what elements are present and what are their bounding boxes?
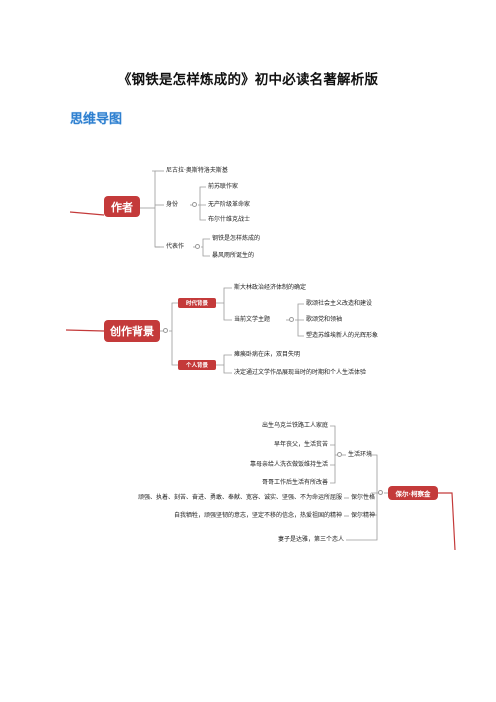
living-env-label: 生活环境 xyxy=(348,451,373,458)
pavel-character-text: 顽强、执着、刻苦、奋进、勇敢、奉献、宽容、诚实、坚强、不为命运所屈服 xyxy=(137,494,342,501)
author-works-item: 钢铁是怎样炼成的 xyxy=(212,235,261,242)
author-works-label: 代表作 xyxy=(166,243,185,250)
author-works-collapse-toggle[interactable] xyxy=(195,244,200,249)
living-env-item: 出生乌克兰铁路工人家庭 xyxy=(261,422,328,429)
theme-item: 塑造苏维埃新人的光辉形象 xyxy=(306,332,379,339)
pavel-character-label: 保尔性格 xyxy=(351,494,376,501)
document-title: 《钢铁是怎样炼成的》初中必读名著解析版 xyxy=(117,72,379,88)
author-identity-collapse-toggle[interactable] xyxy=(192,202,197,207)
personal-background-item: 决定通过文学作品展现当时的时期和个人生活体验 xyxy=(234,369,367,376)
living-env-item: 哥哥工作后生活有所改善 xyxy=(261,479,328,486)
author-identity-label: 身份 xyxy=(166,201,179,208)
background-root-node: 创作背景 xyxy=(104,320,160,342)
author-identity-item: 无产阶级革命家 xyxy=(208,201,251,208)
author-identity-item: 布尔什维克战士 xyxy=(208,216,251,223)
background-collapse-toggle[interactable] xyxy=(163,328,168,333)
theme-item: 歌颂党和领袖 xyxy=(306,316,343,323)
author-identity-item: 前苏联作家 xyxy=(208,183,239,190)
pavel-spirit-label: 保尔精神 xyxy=(351,512,376,519)
author-branch-line xyxy=(69,211,105,216)
section-heading-mindmap: 思维导图 xyxy=(70,112,123,127)
background-branch-line xyxy=(65,329,105,332)
author-works-item: 暴风雨所诞生的 xyxy=(212,252,255,259)
living-env-item: 早年丧父，生活贫苦 xyxy=(273,441,328,448)
theme-item: 歌颂社会主义改造和建设 xyxy=(306,300,373,307)
personal-background-item: 瘫痪卧病在床，双目失明 xyxy=(234,351,301,358)
pavel-love-text: 妻子是达雅，第三个恋人 xyxy=(277,536,344,543)
author-root-node: 作者 xyxy=(104,196,140,217)
author-name: 尼古拉·奥斯特洛夫斯基 xyxy=(166,167,228,174)
theme-collapse-toggle[interactable] xyxy=(289,317,294,322)
pavel-spirit-text: 自我牺牲，顽强坚韧的意志，坚定不移的信念，热爱祖国的精神 xyxy=(173,512,342,519)
era-background-item: 斯大林政治经济体制的确定 xyxy=(234,284,307,291)
era-background-node: 时代背景 xyxy=(178,298,216,308)
theme-label: 当前文学主题 xyxy=(234,316,271,323)
living-env-collapse-toggle[interactable] xyxy=(337,452,342,457)
pavel-branch-line xyxy=(438,492,456,551)
pavel-collapse-toggle[interactable] xyxy=(378,490,383,495)
pavel-root-node: 保尔·柯察金 xyxy=(388,486,438,500)
personal-background-node: 个人背景 xyxy=(178,360,216,370)
living-env-item: 靠母亲给人洗衣做饭维持生活 xyxy=(249,461,328,468)
